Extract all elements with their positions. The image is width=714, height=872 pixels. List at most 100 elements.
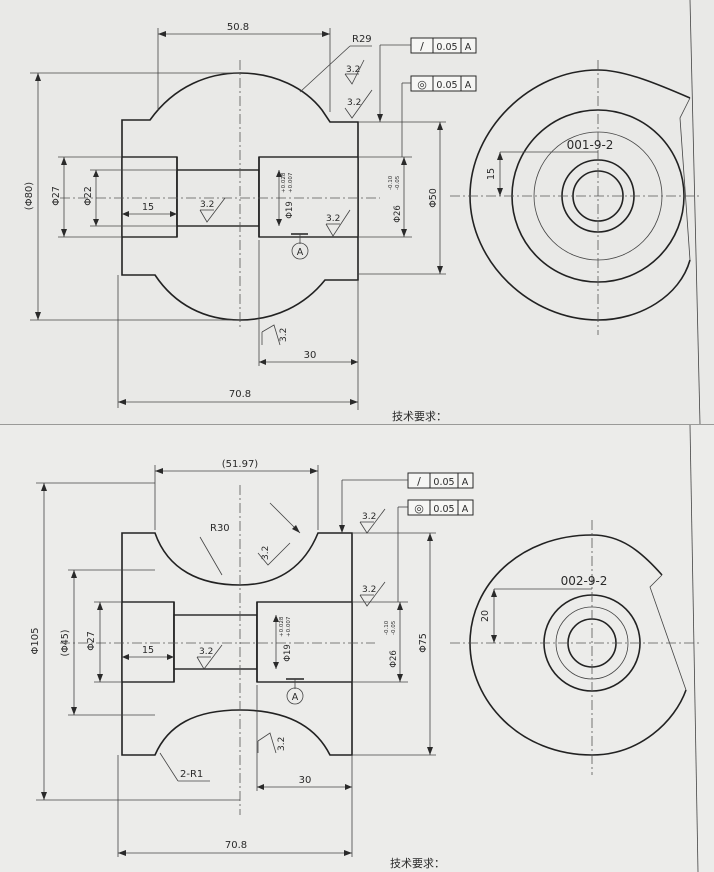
drawing-sheet-1: 50.8 R29 3.2 3.2 3.2 3.2 3.2 / 0.05 A	[0, 0, 714, 424]
svg-text:3.2: 3.2	[346, 65, 360, 75]
gdt-concentricity-frame-1: ◎ 0.05 A	[401, 75, 477, 157]
svg-text:70.8: 70.8	[225, 840, 247, 851]
dim-diameter-75-2: Φ75	[352, 532, 436, 756]
svg-text:A: A	[297, 247, 304, 258]
svg-text:-0.10: -0.10	[388, 175, 394, 190]
dim-outer-diameter-1: (Φ80)	[24, 72, 240, 321]
svg-text:◎: ◎	[414, 502, 424, 515]
svg-text:3.2: 3.2	[200, 200, 214, 210]
tech-requirements-1: 技术要求：	[392, 410, 447, 423]
part-number-2: 002-9-2	[561, 574, 608, 588]
dim-top-length-1: 50.8	[157, 22, 331, 112]
svg-text:3.2: 3.2	[277, 737, 287, 751]
dim-diameter-50-1: Φ50	[358, 121, 446, 275]
svg-text:A: A	[292, 692, 299, 703]
roughness-symbol: 3.2	[196, 644, 223, 670]
svg-text:(Φ80): (Φ80)	[24, 182, 35, 210]
svg-text:15: 15	[486, 168, 497, 180]
roughness-symbol: 3.2	[325, 209, 351, 237]
drawing-1-svg: 50.8 R29 3.2 3.2 3.2 3.2 3.2 / 0.05 A	[24, 0, 701, 424]
dim-total-length-2: 70.8	[117, 755, 352, 857]
svg-text:-0.10: -0.10	[384, 620, 390, 635]
svg-text:3.2: 3.2	[199, 647, 213, 657]
svg-text:R30: R30	[210, 523, 230, 534]
page-border-right	[689, 0, 701, 424]
svg-text:30: 30	[299, 775, 312, 786]
dim-length-15-1: 15	[122, 202, 177, 217]
dim-top-length-2: (51.97)	[154, 459, 319, 530]
dim-diameter-27-2: Φ27	[86, 601, 122, 683]
svg-text:+0.028: +0.028	[281, 172, 287, 193]
dim-top-length-label: 50.8	[227, 22, 249, 33]
svg-text:/: /	[417, 475, 421, 488]
dim-bore-19-1: Φ19 +0.028 +0.007	[276, 170, 295, 226]
page-border-right	[689, 425, 699, 872]
gdt-runout-frame-1: / 0.05 A	[377, 37, 477, 122]
dim-length-15-2: 15	[122, 645, 174, 660]
svg-text:Φ50: Φ50	[428, 188, 439, 208]
svg-text:2-R1: 2-R1	[180, 769, 203, 780]
svg-text:-0.05: -0.05	[391, 620, 397, 635]
roughness-symbol: 3.2	[199, 197, 226, 223]
svg-text:Φ19: Φ19	[283, 644, 293, 662]
svg-text:3.2: 3.2	[326, 214, 340, 224]
svg-text:A: A	[465, 42, 472, 53]
dim-radius-1: R29	[299, 34, 372, 93]
roughness-symbol: 3.2	[359, 581, 386, 607]
dim-bore-19-2: Φ19 +0.028 +0.007	[273, 615, 293, 669]
gdt-runout-frame-2: / 0.05 A	[339, 472, 474, 533]
svg-text:Φ27: Φ27	[51, 186, 62, 206]
svg-text:Φ26: Φ26	[393, 205, 403, 223]
datum-a-1: A	[291, 233, 309, 260]
svg-text:3.2: 3.2	[347, 98, 361, 108]
dim-fillet-2: 2-R1	[159, 752, 210, 782]
svg-text:Φ75: Φ75	[418, 633, 429, 653]
tech-requirements-2: 技术要求：	[390, 857, 445, 870]
dim-radius-2: R30	[199, 502, 301, 576]
svg-text:30: 30	[304, 350, 317, 361]
dim-bore-26-1: Φ26 -0.10 -0.05	[358, 156, 412, 238]
roughness-symbol: 3.2	[359, 508, 386, 534]
svg-text:Φ105: Φ105	[30, 628, 41, 655]
dim-length-30-1: 30	[258, 240, 359, 410]
part-number-1: 001-9-2	[567, 138, 614, 152]
drawing-2-svg: (51.97) R30 3.2 3.2 3.2 3.2 3.2 / 0.05	[30, 425, 700, 872]
svg-text:0.05: 0.05	[433, 477, 454, 488]
roughness-symbol: 3.2	[257, 732, 287, 754]
svg-text:◎: ◎	[417, 78, 427, 91]
side-view-2: 20 002-9-2	[450, 520, 700, 775]
svg-text:A: A	[462, 504, 469, 515]
svg-text:Φ26: Φ26	[389, 650, 399, 668]
datum-a-2: A	[286, 678, 304, 705]
section-body-2	[121, 532, 353, 756]
svg-text:A: A	[462, 477, 469, 488]
roughness-symbol: 3.2	[344, 89, 373, 119]
dim-diameter-45-2: (Φ45)	[60, 569, 155, 716]
svg-text:Φ19: Φ19	[285, 201, 295, 219]
svg-text:+0.007: +0.007	[288, 172, 294, 193]
dim-outer-diameter-2: Φ105	[30, 482, 240, 801]
svg-text:15: 15	[142, 645, 154, 656]
dim-length-30-2: 30	[256, 685, 353, 857]
svg-text:70.8: 70.8	[229, 389, 251, 400]
dim-bore-26-2: Φ26 -0.10 -0.05	[352, 601, 408, 683]
svg-text:-0.05: -0.05	[395, 175, 401, 190]
side-view-1: 15 001-9-2	[450, 60, 700, 335]
svg-text:+0.028: +0.028	[279, 616, 285, 637]
dim-total-length-1: 70.8	[117, 275, 358, 408]
dim-diameter-22-1: Φ22	[83, 169, 177, 227]
drawing-sheet-2: (51.97) R30 3.2 3.2 3.2 3.2 3.2 / 0.05	[0, 425, 714, 872]
svg-text:0.05: 0.05	[433, 504, 454, 515]
svg-text:(Φ45): (Φ45)	[60, 630, 71, 657]
svg-text:/: /	[420, 40, 424, 53]
svg-text:3.2: 3.2	[279, 328, 289, 342]
svg-text:A: A	[465, 80, 472, 91]
svg-text:+0.007: +0.007	[286, 616, 292, 637]
dim-diameter-27-1: Φ27	[51, 156, 122, 238]
svg-text:Φ22: Φ22	[83, 186, 94, 206]
svg-text:15: 15	[142, 202, 154, 213]
roughness-symbol: 3.2	[261, 324, 289, 346]
svg-text:0.05: 0.05	[436, 42, 457, 53]
svg-text:20: 20	[480, 610, 491, 622]
roughness-symbol: 3.2	[344, 59, 365, 85]
